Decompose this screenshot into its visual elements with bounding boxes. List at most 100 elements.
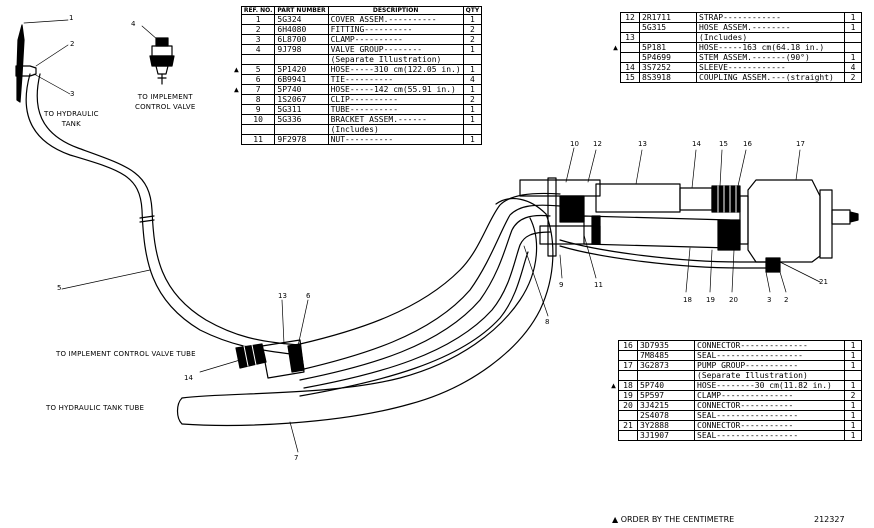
ref-number-cell: 17 xyxy=(618,360,638,371)
part-number-cell: 3J1907 xyxy=(637,430,695,441)
part-number-cell: 5G336 xyxy=(274,114,329,125)
col-qty: QTY xyxy=(462,6,483,15)
ref-number-cell xyxy=(620,22,640,33)
quantity-cell: 1 xyxy=(844,52,862,63)
quantity-cell: 1 xyxy=(844,360,862,371)
order-by-length-marker xyxy=(606,391,619,401)
col-part-number: PART NUMBER xyxy=(274,6,329,15)
description-cell: FITTING---------- xyxy=(327,24,464,35)
description-cell: CONNECTOR-------------- xyxy=(694,340,845,351)
description-cell: NUT---------- xyxy=(327,134,464,145)
order-by-length-marker xyxy=(232,45,241,55)
order-by-length-marker: ▲ xyxy=(613,42,618,52)
ref-number-cell: 4 xyxy=(240,44,276,55)
quantity-cell: 1 xyxy=(462,134,483,145)
ref-number-cell: 3 xyxy=(240,34,276,45)
quantity-cell: 1 xyxy=(462,44,483,55)
label-to-implement-control-valve-tube: TO IMPLEMENT CONTROL VALVE TUBE xyxy=(56,350,196,358)
order-by-length-marker xyxy=(232,105,241,115)
description-cell: SEAL----------------- xyxy=(694,410,845,421)
description-cell: STEM ASSEM.-------(90°) xyxy=(696,52,845,63)
callout-14-left: 14 xyxy=(184,374,193,382)
part-number-cell: 5P597 xyxy=(637,390,695,401)
part-number-cell: 3G2873 xyxy=(637,360,695,371)
part-number-cell: 3D7935 xyxy=(637,340,695,351)
label-to-hydraulic-tank: TO HYDRAULIC TANK xyxy=(44,110,99,128)
ref-number-cell xyxy=(620,42,640,53)
quantity-cell: 1 xyxy=(844,350,862,361)
part-number-cell xyxy=(637,370,695,381)
quantity-cell xyxy=(844,370,862,381)
callout-20: 20 xyxy=(729,296,738,304)
part-number-cell: 3J4215 xyxy=(637,400,695,411)
part-number-cell: 8S3918 xyxy=(639,72,697,83)
description-cell: VALVE GROUP-------- xyxy=(327,44,464,55)
order-by-length-marker: ▲ xyxy=(611,380,616,390)
part-number-cell: 6L8700 xyxy=(274,34,329,45)
quantity-cell: 2 xyxy=(844,72,862,83)
hose-13-assembly xyxy=(595,149,747,213)
callout-13-left: 13 xyxy=(278,292,287,300)
description-cell: CLAMP---------- xyxy=(327,34,464,45)
order-by-length-marker xyxy=(606,431,619,441)
quantity-cell xyxy=(844,32,862,43)
callout-10: 10 xyxy=(570,140,579,148)
description-cell: TUBE---------- xyxy=(327,104,464,115)
order-by-length-marker xyxy=(608,53,621,63)
quantity-cell: 1 xyxy=(844,400,862,411)
order-by-length-marker xyxy=(606,361,619,371)
part-number-cell xyxy=(274,54,329,65)
ref-number-cell: 2 xyxy=(240,24,276,35)
part-number-cell: 5P1420 xyxy=(274,64,329,75)
description-cell: BRACKET ASSEM.------ xyxy=(327,114,464,125)
callout-13-right: 13 xyxy=(638,140,647,148)
ref-number-cell: 8 xyxy=(240,94,276,105)
quantity-cell: 2 xyxy=(462,34,483,45)
callout-18: 18 xyxy=(683,296,692,304)
order-by-length-marker: ▲ xyxy=(234,84,239,94)
col-ref-no: REF. NO. xyxy=(240,6,276,15)
ref-number-cell: 13 xyxy=(620,32,640,43)
order-by-length-marker xyxy=(232,15,241,25)
ref-number-cell xyxy=(618,410,638,421)
quantity-cell: 2 xyxy=(462,94,483,105)
quantity-cell: 1 xyxy=(844,12,862,23)
quantity-cell: 2 xyxy=(844,390,862,401)
description-cell: (Separate Illustration) xyxy=(694,370,845,381)
description-cell: HOSE-----310 cm(122.05 in.) xyxy=(327,64,464,75)
hose-couplings-left xyxy=(199,299,309,379)
callout-1: 1 xyxy=(69,14,74,22)
description-cell: (Separate Illustration) xyxy=(327,54,464,65)
ref-number-cell: 6 xyxy=(240,74,276,85)
table-row: (Separate Illustration) xyxy=(232,54,483,65)
part-number-cell: 5P740 xyxy=(274,84,329,95)
ref-number-cell: 19 xyxy=(618,390,638,401)
hose-7 xyxy=(176,197,554,453)
callout-21: 21 xyxy=(819,278,828,286)
quantity-cell: 4 xyxy=(844,62,862,73)
part-number-cell: 3Y2888 xyxy=(637,420,695,431)
part-number-cell: 6B9941 xyxy=(274,74,329,85)
ref-number-cell: 16 xyxy=(618,340,638,351)
bracket-assembly xyxy=(519,147,601,317)
part-number-cell: 5G311 xyxy=(274,104,329,115)
callout-5: 5 xyxy=(57,284,62,292)
part-number-cell: 6H4080 xyxy=(274,24,329,35)
ref-number-cell xyxy=(620,52,640,63)
ref-number-cell: 12 xyxy=(620,12,640,23)
part-number-cell: 5P4699 xyxy=(639,52,697,63)
implement-valve-fitting xyxy=(141,25,175,85)
ref-number-cell: 1 xyxy=(240,14,276,25)
